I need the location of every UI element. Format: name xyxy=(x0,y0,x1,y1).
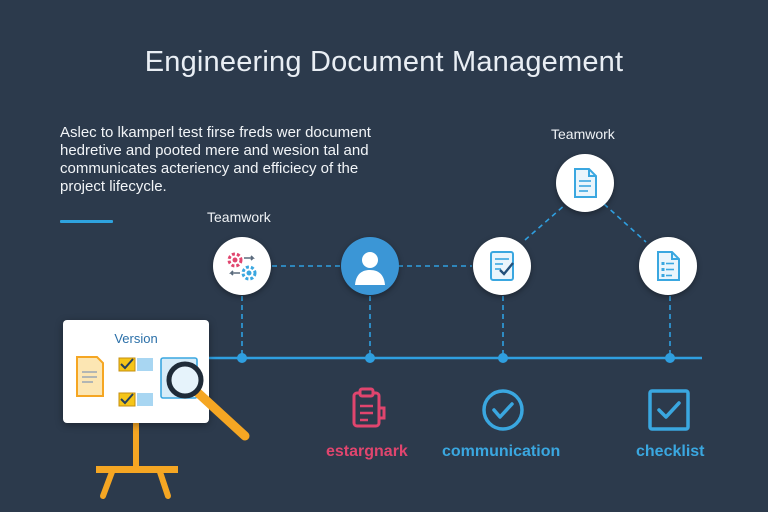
timeline-dot xyxy=(365,353,375,363)
dashed-connector xyxy=(603,203,647,243)
timeline-dot xyxy=(498,353,508,363)
communication-label: communication xyxy=(442,443,561,460)
version-label: Version xyxy=(114,331,158,346)
teamwork-label-top: Teamwork xyxy=(551,126,615,142)
intro-line: project lifecycle. xyxy=(60,178,167,195)
clipboard-icon[interactable] xyxy=(348,386,392,434)
timeline-dot xyxy=(237,353,247,363)
person-icon xyxy=(355,252,385,285)
intro-line: hedretive and pooted mere and wesion tal… xyxy=(60,142,369,159)
checkbox-icon[interactable] xyxy=(646,387,692,433)
intro-paragraph: Aslec to lkamperl test firse freds wer d… xyxy=(60,124,400,196)
checklist-document-icon xyxy=(490,251,514,281)
person-node[interactable] xyxy=(341,237,399,295)
top-document-node[interactable] xyxy=(556,154,614,212)
teamwork-label-left: Teamwork xyxy=(207,209,271,225)
version-card[interactable]: Version xyxy=(63,320,250,441)
accent-underline xyxy=(60,220,113,223)
file-icon xyxy=(76,356,104,397)
checklist-label: checklist xyxy=(636,443,705,460)
estargnark-label: estargnark xyxy=(326,443,408,460)
document-icon xyxy=(574,168,597,198)
gears-node[interactable] xyxy=(213,237,271,295)
timeline-dot xyxy=(665,353,675,363)
dashed-connector xyxy=(524,203,567,241)
document-list-icon xyxy=(657,251,680,281)
intro-line: Aslec to lkamperl test firse freds wer d… xyxy=(60,124,371,141)
intro-line: communicates acteriency and efficiecy of… xyxy=(60,160,359,177)
page-title: Engineering Document Management xyxy=(144,46,624,78)
gears-icon xyxy=(227,252,257,281)
checkbox-item xyxy=(118,392,153,407)
magnifier-icon[interactable] xyxy=(161,358,261,448)
checklist-node[interactable] xyxy=(473,237,531,295)
checkbox-item xyxy=(118,357,153,372)
right-document-node[interactable] xyxy=(639,237,697,295)
check-circle-icon[interactable] xyxy=(480,387,526,433)
